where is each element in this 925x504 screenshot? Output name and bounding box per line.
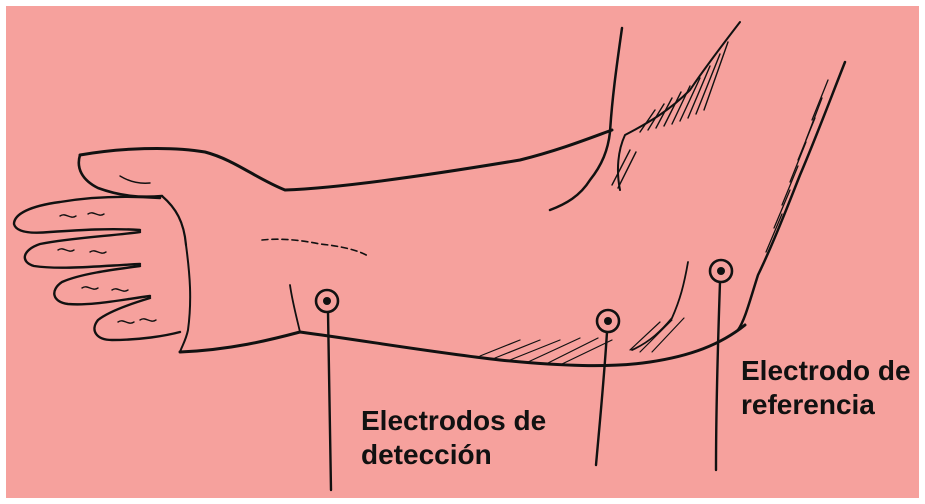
detection-label-line2: detección bbox=[361, 438, 546, 472]
thumb-detail bbox=[120, 176, 150, 183]
forearm-outline-top bbox=[80, 130, 612, 190]
finger-2-outline bbox=[25, 232, 140, 268]
detection-electrode-2-wire bbox=[596, 332, 607, 465]
reference-electrode bbox=[710, 260, 732, 282]
elbow-side-hatching bbox=[766, 80, 828, 252]
finger-3-outline bbox=[54, 266, 150, 304]
finger-4-outline bbox=[94, 298, 180, 340]
bicep-line bbox=[618, 22, 740, 190]
finger-1-outline bbox=[14, 197, 160, 233]
reference-electrode-wire bbox=[716, 282, 720, 470]
elbow-hatching bbox=[612, 42, 728, 188]
palm-outline bbox=[162, 196, 186, 245]
wrist-crease bbox=[180, 245, 190, 352]
detection-label-line1: Electrodos de bbox=[361, 404, 546, 438]
forearm-underside-hatching bbox=[480, 318, 684, 364]
detection-electrodes-label: Electrodos de detección bbox=[361, 404, 546, 472]
detection-electrode-1-wire bbox=[328, 312, 331, 490]
reference-electrode-label: Electrodo de referencia bbox=[741, 354, 911, 422]
wrist-inner-line bbox=[290, 285, 300, 332]
detection-electrode-2 bbox=[597, 310, 619, 332]
detection-electrode-1 bbox=[316, 290, 338, 312]
forearm-muscle-line bbox=[632, 262, 688, 350]
upper-arm-line bbox=[550, 28, 622, 210]
wrist-line bbox=[262, 239, 368, 256]
reference-label-line1: Electrodo de bbox=[741, 354, 911, 388]
elbow-outline bbox=[738, 62, 845, 330]
reference-label-line2: referencia bbox=[741, 388, 911, 422]
